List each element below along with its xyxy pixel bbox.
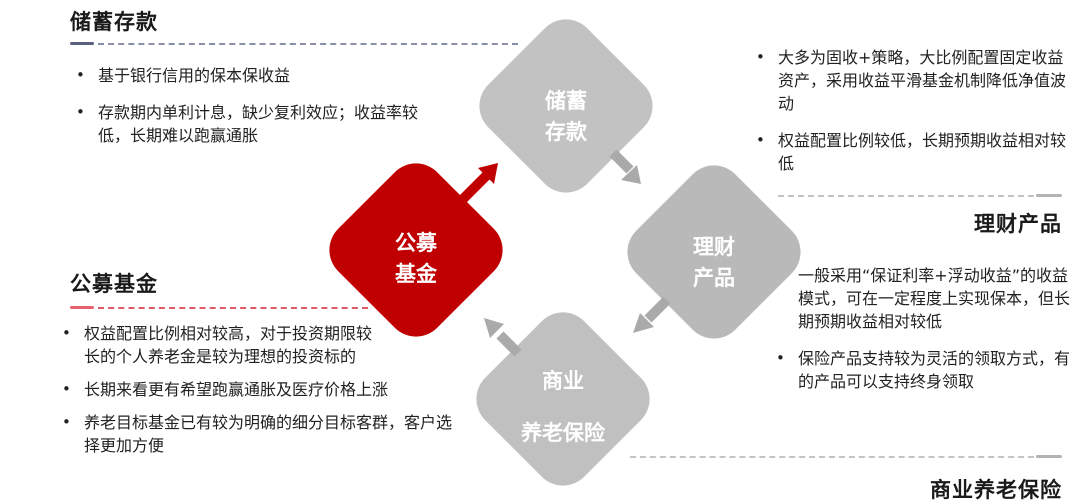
arrow-wealth-to-insurance [633,296,671,333]
savings-bullet: 基于银行信用的保本保收益 [72,64,432,87]
fund-bullet: 权益配置比例相对较高，对于投资期限较长的个人养老金是较为理想的投资标的 [58,322,374,368]
fund-title-underline [70,306,94,309]
insurance-divider [630,456,1034,458]
insurance-node-label: 商业 养老保险 [521,369,605,445]
arrow-insurance-to-fund [484,318,522,357]
savings-title: 储蓄存款 [70,10,158,34]
savings-divider [98,43,518,45]
insurance-bullet-list: 一般采用“保证利率+浮动收益”的收益模式，可在一定程度上实现保本，但长期预期收益… [772,264,1072,407]
wealth-divider [778,195,1034,197]
wealth-node-label: 理财 产品 [693,235,735,290]
fund-bullet: 长期来看更有希望跑赢通胀及医疗价格上涨 [58,378,458,401]
savings-title-underline [70,42,94,45]
fund-divider [98,307,368,309]
insurance-title: 商业养老保险 [930,478,1062,502]
fund-bullet-list: 权益配置比例相对较高，对于投资期限较长的个人养老金是较为理想的投资标的 长期来看… [58,322,458,471]
arrow-savings-to-wealth [609,149,641,184]
fund-title: 公募基金 [70,272,158,296]
insurance-bullet: 一般采用“保证利率+浮动收益”的收益模式，可在一定程度上实现保本，但长期预期收益… [772,264,1072,333]
insurance-bullet: 保险产品支持较为灵活的领取方式，有的产品可以支持终身领取 [772,347,1072,393]
wealth-title: 理财产品 [974,212,1062,236]
insurance-title-underline [1036,455,1062,458]
fund-bullet: 养老目标基金已有较为明确的细分目标客群，客户选择更加方便 [58,411,458,457]
wealth-bullet: 权益配置比例较低，长期预期收益相对较低 [752,129,1070,175]
wealth-bullet-list: 大多为固收+策略，大比例配置固定收益资产，采用收益平滑基金机制降低净值波动 权益… [752,46,1070,189]
arrow-fund-to-savings [458,163,498,204]
fund-node-label: 公募 基金 [395,231,437,286]
wealth-bullet: 大多为固收+策略，大比例配置固定收益资产，采用收益平滑基金机制降低净值波动 [752,46,1070,115]
wealth-title-underline [1036,194,1062,197]
savings-bullet-list: 基于银行信用的保本保收益 存款期内单利计息，缺少复利效应；收益率较低，长期难以跑… [72,64,432,161]
savings-bullet: 存款期内单利计息，缺少复利效应；收益率较低，长期难以跑赢通胀 [72,101,432,147]
savings-node-label: 储蓄 存款 [545,89,587,144]
